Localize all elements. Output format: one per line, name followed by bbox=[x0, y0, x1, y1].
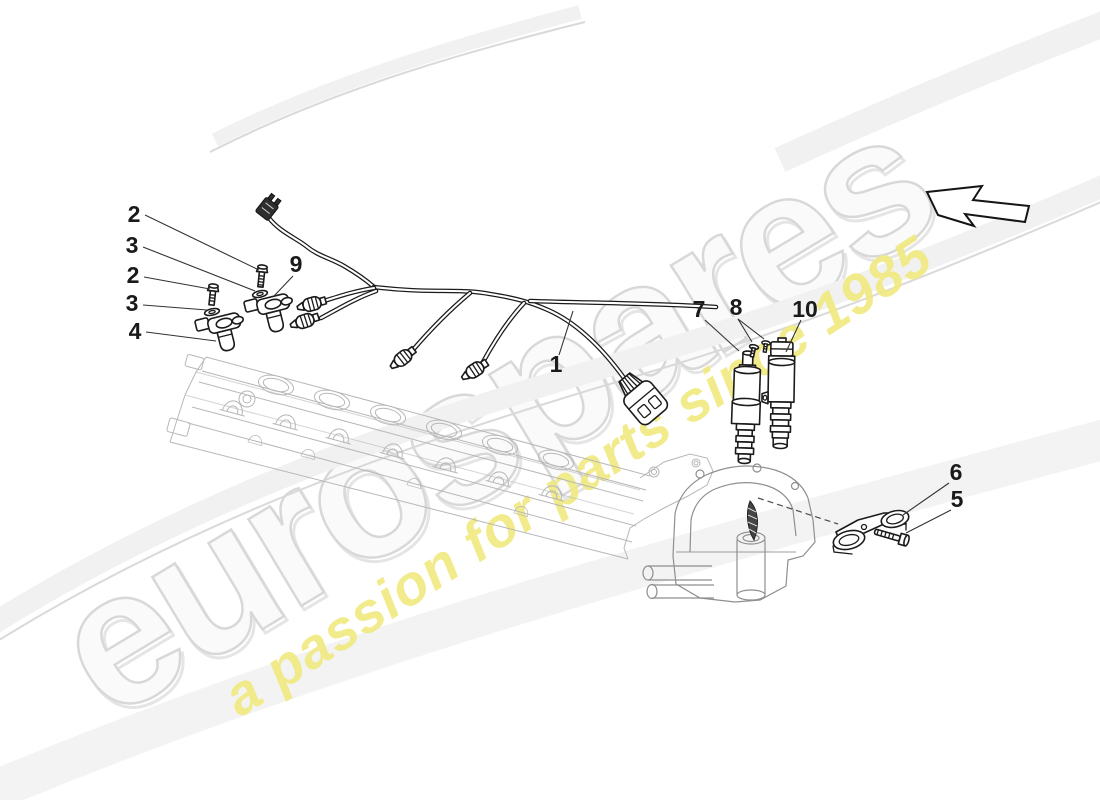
bolt-2b bbox=[206, 283, 220, 306]
washer-3a bbox=[251, 289, 269, 299]
swoosh-line-topleft bbox=[209, 21, 586, 153]
callout-label: 6 bbox=[950, 459, 963, 485]
callout-3b: 3 bbox=[126, 290, 208, 316]
callout-label: 5 bbox=[951, 486, 964, 512]
callout-leader bbox=[558, 310, 574, 356]
swoosh-line-main bbox=[0, 201, 1100, 641]
callout-10: 10 bbox=[785, 296, 818, 353]
callout-leader bbox=[273, 275, 294, 297]
callout-9: 9 bbox=[273, 251, 303, 297]
swoosh-band-topright bbox=[774, 11, 1100, 172]
screw-8b bbox=[761, 340, 771, 354]
swoosh-band-bottom bbox=[0, 419, 1100, 800]
brand-watermark-text: eurospares bbox=[18, 71, 965, 758]
mounting-dashed-line bbox=[757, 497, 839, 525]
solenoid-valve-10 bbox=[761, 337, 796, 450]
harness-connector-small bbox=[255, 192, 282, 221]
screw-5 bbox=[873, 528, 910, 547]
timing-cover-drawing bbox=[642, 463, 816, 603]
callout-leader bbox=[737, 318, 765, 340]
callout-leader bbox=[145, 331, 217, 342]
harness-plug bbox=[389, 345, 417, 370]
callout-label: 3 bbox=[126, 290, 139, 316]
callout-4: 4 bbox=[129, 318, 217, 344]
callout-leader bbox=[902, 482, 950, 516]
bracket-6 bbox=[832, 509, 910, 555]
wiring-harness-drawing bbox=[255, 192, 719, 426]
callout-leader bbox=[704, 319, 740, 352]
cover-left-end bbox=[166, 354, 256, 437]
harness-plug bbox=[296, 295, 328, 313]
callout-leader bbox=[905, 509, 952, 534]
callout-label: 2 bbox=[128, 201, 141, 227]
callout-leader bbox=[144, 214, 260, 271]
callout-6: 6 bbox=[902, 459, 963, 516]
swoosh-band-topleft bbox=[211, 5, 582, 147]
chain-tensioner-hatch bbox=[746, 500, 758, 542]
callout-3a: 3 bbox=[126, 232, 256, 292]
callout-2b: 2 bbox=[127, 262, 211, 290]
harness-cable-upper bbox=[266, 215, 377, 290]
brand-watermark: eurospares eurospares bbox=[17, 69, 969, 762]
background-swoosh bbox=[0, 5, 1100, 800]
washer-3b bbox=[203, 307, 221, 317]
callout-label: 3 bbox=[126, 232, 139, 258]
cover-oval-openings bbox=[257, 374, 575, 471]
harness-plug bbox=[460, 358, 490, 381]
callout-leader bbox=[142, 246, 256, 292]
cam-cover-drawing bbox=[166, 354, 714, 560]
screw-8a bbox=[748, 343, 760, 358]
bolt-2a bbox=[255, 264, 269, 288]
cover-end-bracket bbox=[623, 453, 714, 560]
callout-leader bbox=[142, 304, 208, 311]
harness-plug bbox=[289, 312, 321, 330]
harness-connector-large bbox=[618, 372, 669, 426]
callout-leader bbox=[785, 319, 802, 353]
camshaft-sensor-9 bbox=[243, 293, 294, 333]
callout-1: 1 bbox=[550, 310, 574, 377]
callout-label: 10 bbox=[792, 296, 818, 322]
foreground-swoosh bbox=[0, 11, 1100, 641]
callouts: 2 3 2 3 4 9 1 7 bbox=[126, 201, 964, 534]
callout-label: 8 bbox=[730, 294, 743, 320]
solenoid-valve-7 bbox=[730, 350, 762, 465]
camshaft-sensor-4 bbox=[194, 312, 245, 352]
swoosh-band-main bbox=[0, 175, 1100, 633]
direction-arrow-icon bbox=[925, 184, 1031, 228]
cover-cable-guides bbox=[219, 400, 564, 517]
callout-label: 7 bbox=[693, 296, 706, 322]
callout-7: 7 bbox=[693, 296, 740, 352]
callout-2a: 2 bbox=[128, 201, 260, 271]
callout-8: 8 bbox=[730, 294, 765, 343]
callout-label: 4 bbox=[129, 318, 142, 344]
callout-label: 9 bbox=[290, 251, 303, 277]
callout-leader bbox=[737, 318, 753, 343]
callout-5: 5 bbox=[905, 486, 964, 534]
callout-label: 2 bbox=[127, 262, 140, 288]
callout-leader bbox=[143, 276, 211, 290]
callout-label: 1 bbox=[550, 351, 563, 377]
